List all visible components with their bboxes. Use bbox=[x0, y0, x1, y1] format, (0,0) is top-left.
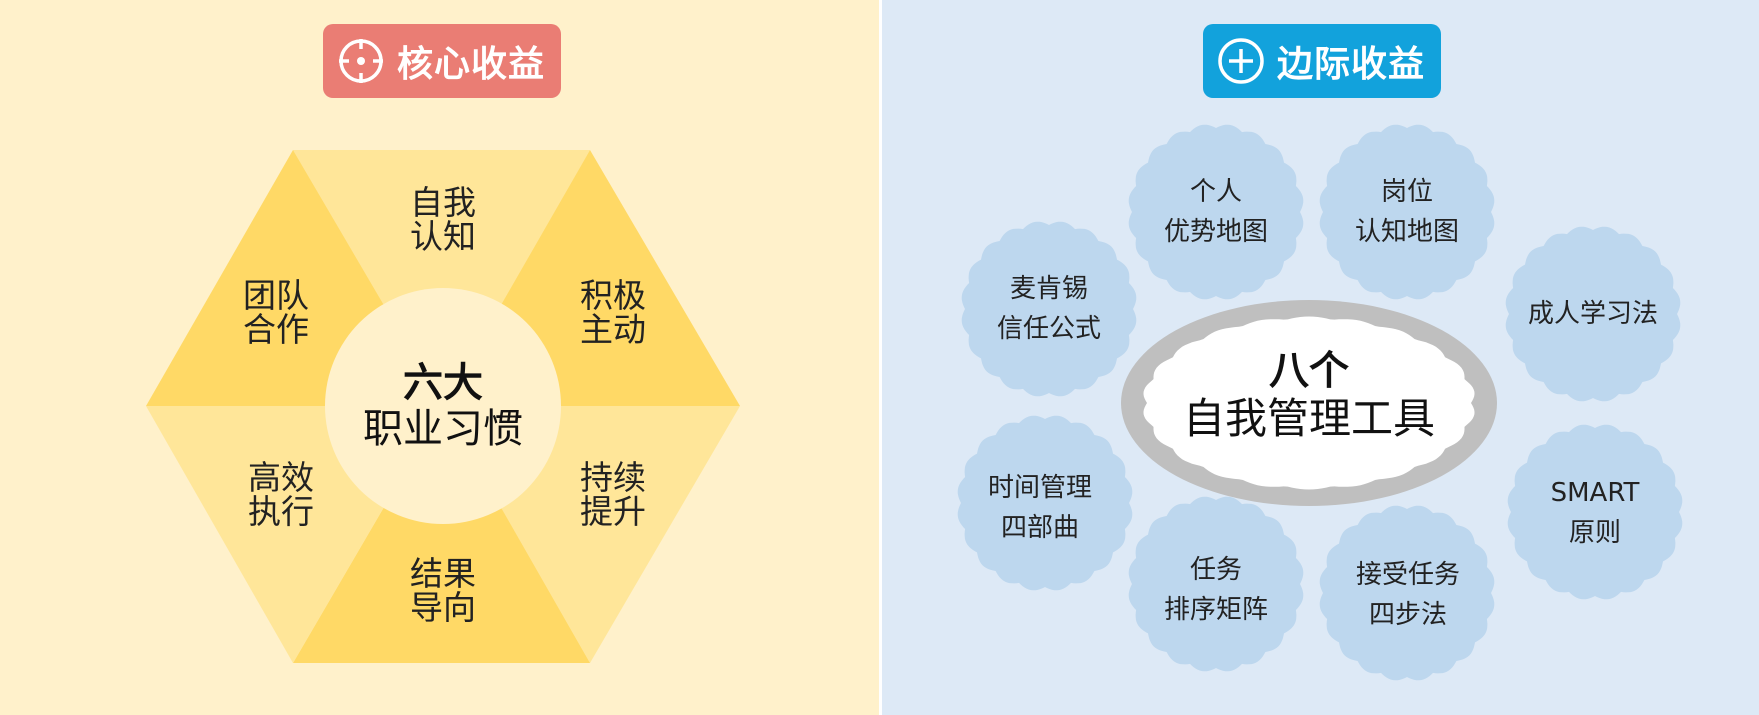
hexagon-center-text: 六大 职业习惯 bbox=[343, 360, 543, 452]
tool-line1: 成人学习法 bbox=[1527, 299, 1658, 329]
tool-accept-task-four-steps: 接受任务 四步法 bbox=[1323, 555, 1493, 635]
segment-efficient-execution: 高效 执行 bbox=[211, 461, 351, 529]
tool-personal-strength-map: 个人 优势地图 bbox=[1131, 172, 1301, 252]
core-benefits-label: 核心收益 bbox=[397, 44, 546, 85]
tool-adult-learning: 成人学习法 bbox=[1508, 294, 1678, 334]
bubble-personal bbox=[1128, 124, 1304, 300]
segment-self-awareness: 自我 认知 bbox=[373, 186, 513, 254]
segment-line2: 主动 bbox=[580, 310, 646, 349]
bubble-accept-task bbox=[1319, 505, 1495, 681]
divider bbox=[879, 0, 882, 715]
core-benefits-tag: 核心收益 bbox=[323, 24, 561, 98]
segment-line1: 团队 bbox=[243, 276, 309, 315]
tool-line2: 优势地图 bbox=[1163, 217, 1268, 247]
triangle-top bbox=[293, 150, 590, 406]
tool-line1: 岗位 bbox=[1380, 177, 1433, 207]
tool-line1: 麦肯锡 bbox=[1009, 274, 1088, 304]
tool-task-priority-matrix: 任务 排序矩阵 bbox=[1131, 550, 1301, 630]
hexagon-diagram bbox=[146, 150, 740, 663]
marginal-benefits-tag: 边际收益 bbox=[1203, 24, 1441, 98]
tool-time-management: 时间管理 四部曲 bbox=[955, 468, 1125, 548]
tool-line2: 四部曲 bbox=[1000, 513, 1079, 543]
bubble-mckinsey bbox=[961, 221, 1137, 397]
segment-line2: 合作 bbox=[243, 310, 309, 349]
segment-line2: 执行 bbox=[248, 492, 314, 531]
segment-line2: 导向 bbox=[410, 588, 476, 627]
tool-smart-principle: SMART 原则 bbox=[1510, 473, 1680, 553]
tool-line2: 排序矩阵 bbox=[1163, 595, 1268, 625]
plus-circle-icon bbox=[1218, 38, 1264, 84]
tool-line2: 信任公式 bbox=[996, 314, 1101, 344]
tool-line1: 任务 bbox=[1189, 555, 1242, 585]
bubble-time bbox=[957, 415, 1133, 591]
tools-center-title: 八个 bbox=[1269, 348, 1349, 394]
segment-line1: 持续 bbox=[580, 458, 646, 497]
tools-center-text: 八个 自我管理工具 bbox=[1159, 347, 1459, 443]
segment-teamwork: 团队 合作 bbox=[206, 279, 346, 347]
segment-line2: 提升 bbox=[580, 492, 646, 531]
bubble-smart bbox=[1507, 424, 1683, 600]
bubble-role bbox=[1319, 124, 1495, 300]
tool-line1: 个人 bbox=[1189, 177, 1242, 207]
tool-line1: 接受任务 bbox=[1355, 560, 1460, 590]
tool-mckinsey-trust-formula: 麦肯锡 信任公式 bbox=[964, 269, 1134, 349]
center-cloud bbox=[1143, 316, 1475, 490]
tool-line1: SMART bbox=[1550, 478, 1640, 508]
segment-line1: 积极 bbox=[580, 276, 646, 315]
tool-line1: 时间管理 bbox=[987, 473, 1092, 503]
hexagon-center-circle bbox=[325, 288, 561, 524]
segment-proactive: 积极 主动 bbox=[543, 279, 683, 347]
tools-center-subtitle: 自我管理工具 bbox=[1182, 394, 1435, 443]
segment-line1: 自我 bbox=[410, 183, 476, 222]
crosshair-icon bbox=[339, 39, 383, 83]
bubble-learning bbox=[1505, 226, 1681, 402]
marginal-benefits-label: 边际收益 bbox=[1277, 44, 1426, 85]
center-title: 六大 bbox=[403, 360, 483, 406]
center-subtitle: 职业习惯 bbox=[363, 406, 523, 452]
segment-line2: 认知 bbox=[410, 217, 476, 256]
triangle-bottom bbox=[293, 406, 590, 663]
tool-role-cognition-map: 岗位 认知地图 bbox=[1322, 172, 1492, 252]
tool-line2: 认知地图 bbox=[1354, 217, 1459, 247]
segment-continuous-improvement: 持续 提升 bbox=[543, 461, 683, 529]
bubble-priority bbox=[1128, 496, 1304, 672]
segment-results-oriented: 结果 导向 bbox=[373, 557, 513, 625]
tool-line2: 原则 bbox=[1568, 518, 1621, 548]
segment-line1: 高效 bbox=[248, 458, 314, 497]
tool-line2: 四步法 bbox=[1368, 600, 1447, 630]
segment-line1: 结果 bbox=[410, 554, 476, 593]
